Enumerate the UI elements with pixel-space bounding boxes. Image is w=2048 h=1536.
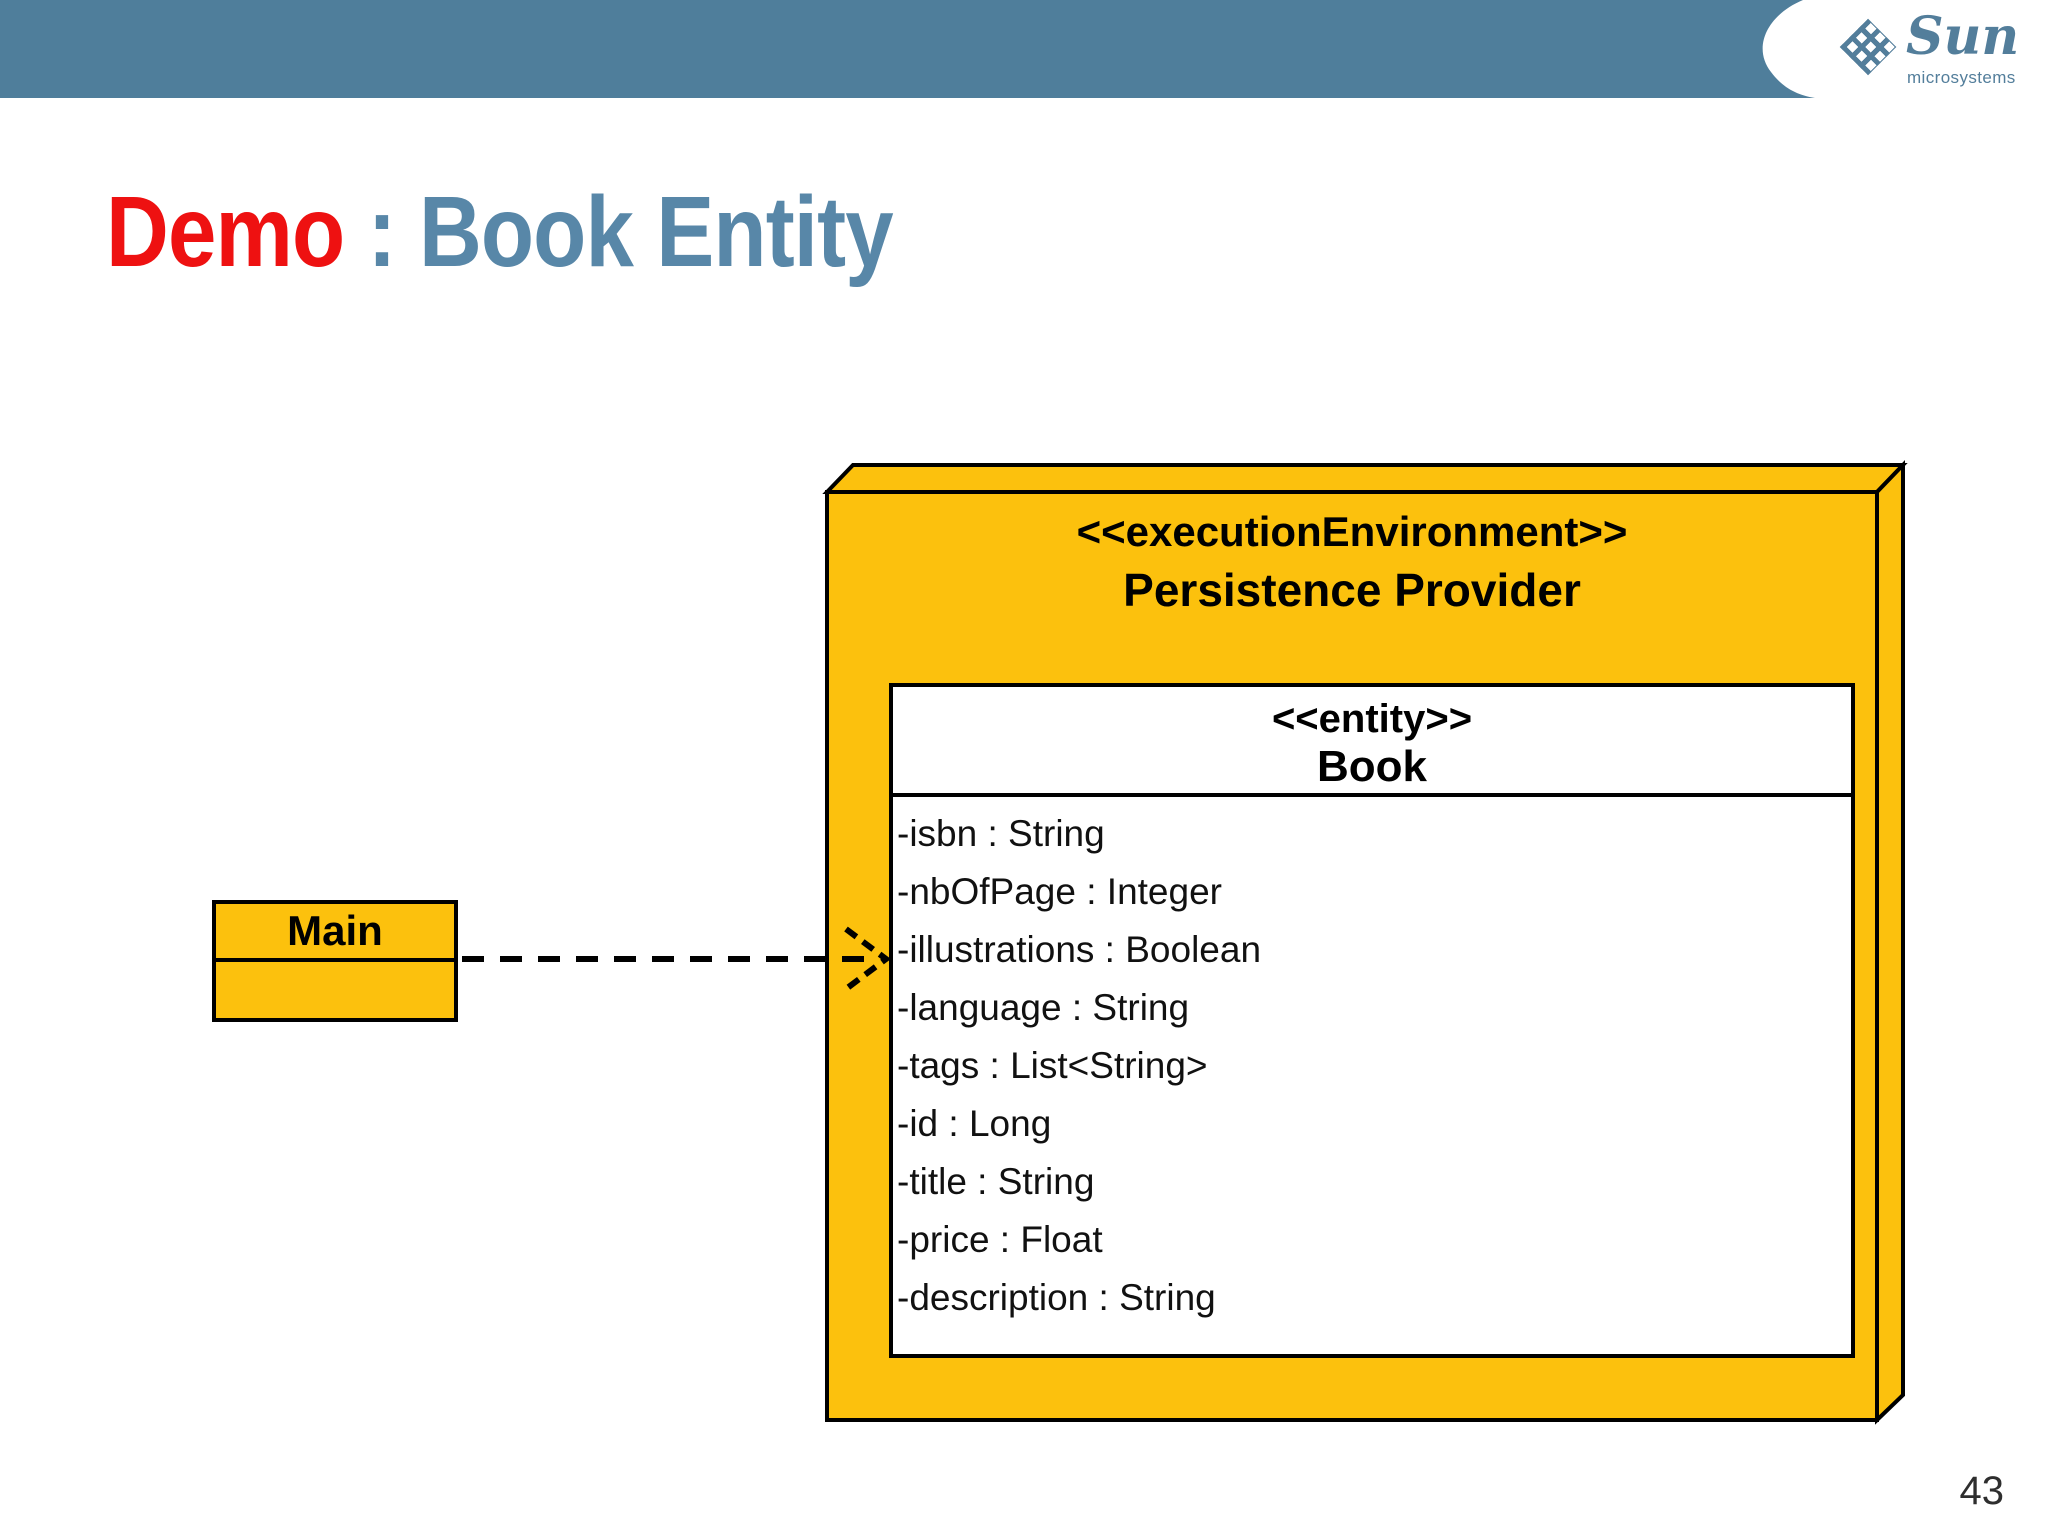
node-header: <<executionEnvironment>> Persistence Pro… bbox=[827, 508, 1877, 616]
sun-logo-wordmark: Sun bbox=[1906, 6, 2020, 67]
uml-class-main-empty-compartment bbox=[216, 962, 454, 1018]
entity-attribute-row: -description : String bbox=[897, 1277, 1216, 1318]
entity-attribute-row: -id : Long bbox=[897, 1103, 1052, 1144]
entity-attribute-row: -nbOfPage : Integer bbox=[897, 871, 1222, 912]
entity-attribute-row: -language : String bbox=[897, 987, 1190, 1028]
entity-attribute-list: -isbn : String -nbOfPage : Integer -illust… bbox=[893, 805, 1851, 1327]
slide-title-demo: Demo bbox=[106, 176, 345, 288]
node-right-face bbox=[1875, 460, 1905, 1425]
uml-class-main: Main bbox=[212, 900, 458, 1022]
slide-title: Demo : Book Entity bbox=[106, 176, 894, 288]
node-top-face bbox=[822, 463, 1908, 494]
slide-title-rest: : Book Entity bbox=[344, 176, 894, 288]
entity-stereotype: <<entity>> bbox=[1271, 697, 1473, 741]
page-number: 43 bbox=[1959, 1469, 2005, 1513]
entity-attribute-row: -isbn : String bbox=[897, 813, 1105, 854]
sun-logo: Sun microsystems bbox=[1830, 0, 2048, 100]
uml-class-book: <<entity>> Book -isbn : String -nbOfPage … bbox=[889, 683, 1855, 1358]
entity-name: Book bbox=[1317, 742, 1427, 791]
node-stereotype: <<executionEnvironment>> bbox=[1076, 508, 1628, 555]
entity-attribute-row: -tags : List<String> bbox=[897, 1045, 1208, 1086]
entity-attribute-row: -price : Float bbox=[897, 1219, 1103, 1260]
dependency-arrowhead-icon bbox=[844, 926, 891, 992]
entity-attribute-row: -illustrations : Boolean bbox=[897, 929, 1262, 970]
header-band bbox=[0, 0, 1815, 98]
uml-class-book-header: <<entity>> Book bbox=[893, 687, 1851, 797]
sun-diamond-icon bbox=[1839, 18, 1897, 76]
sun-logo-subtext: microsystems bbox=[1907, 68, 2016, 87]
uml-class-main-name: Main bbox=[216, 904, 454, 962]
node-name: Persistence Provider bbox=[1123, 564, 1581, 616]
header-band-shape bbox=[0, 0, 1815, 98]
entity-attribute-row: -title : String bbox=[897, 1161, 1095, 1202]
